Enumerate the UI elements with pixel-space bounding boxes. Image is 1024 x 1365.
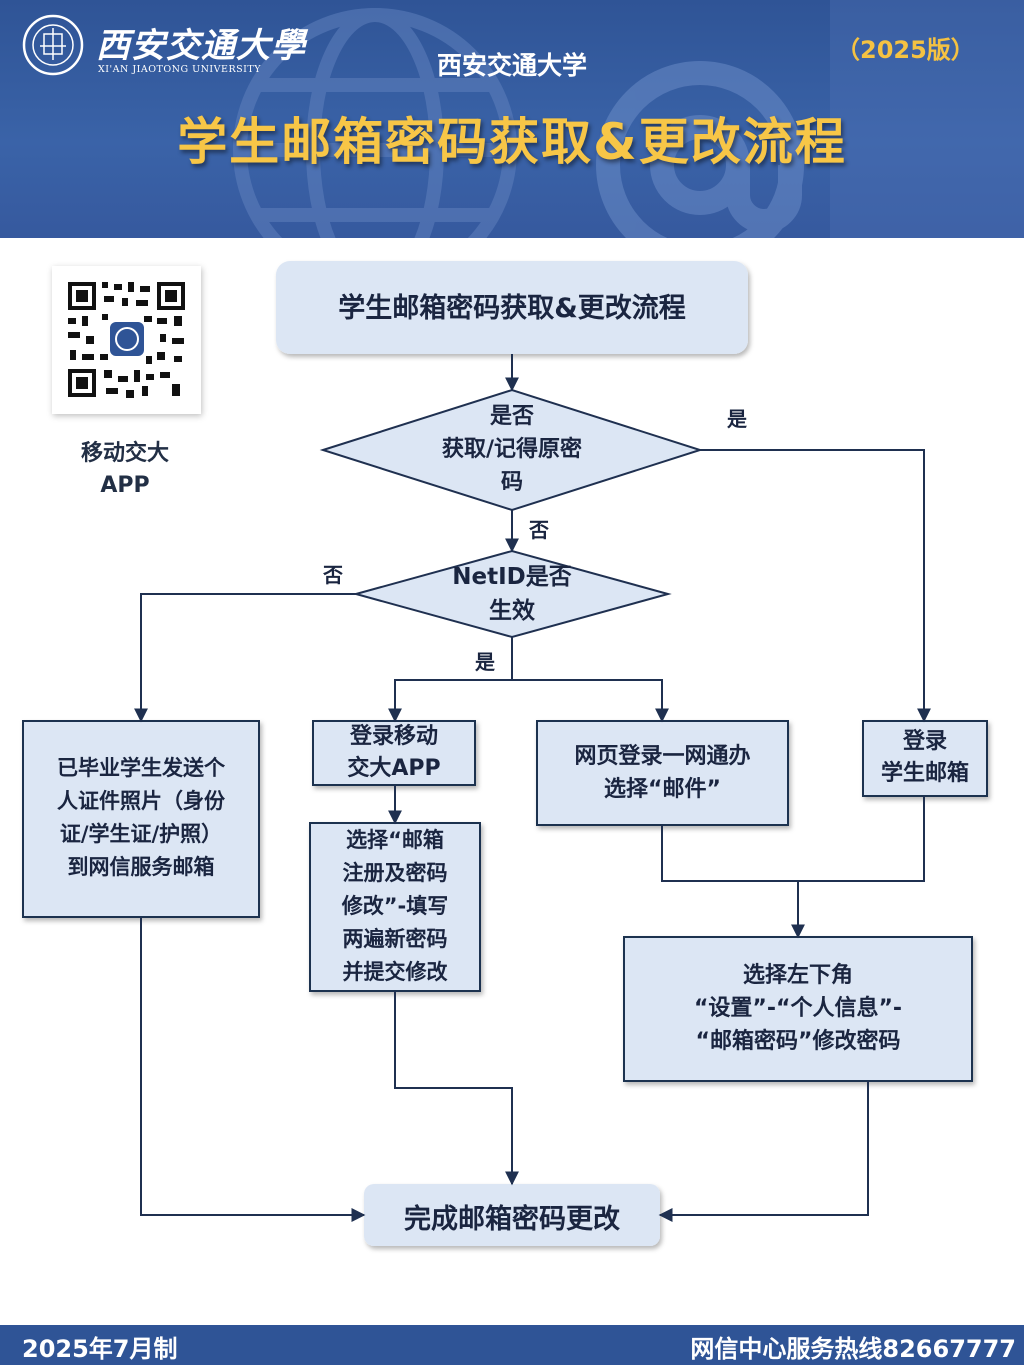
- edge-web-login-merge: [661, 796, 925, 882]
- settings-box: [623, 936, 973, 1082]
- version-label: （2025版）: [836, 36, 975, 64]
- web-login-box: [536, 720, 789, 826]
- header-banner: 西安交通大學 XI'AN JIAOTONG UNIVERSITY 西安交通大学 …: [0, 0, 1024, 238]
- login-app-line2: 交大APP: [347, 756, 441, 781]
- page-title: 学生邮箱密码获取&更改流程: [177, 113, 847, 171]
- edge-choose-to-done: [394, 991, 519, 1186]
- footer-bar: 2025年7月制 网信中心服务热线82667777: [0, 1325, 1024, 1365]
- globe-decoration: [233, 0, 1024, 238]
- settings-line2: “设置”-“个人信息”-: [693, 996, 903, 1021]
- decision1-label: 是否 获取/记得原密 码: [380, 400, 644, 499]
- decision-netid-valid: [352, 549, 672, 639]
- footer-hotline: 网信中心服务热线82667777: [690, 1335, 1016, 1363]
- login-mail-label: 登录 学生邮箱: [863, 726, 987, 790]
- login-mail-line1: 登录: [902, 729, 947, 754]
- login-app-line1: 登录移动: [349, 724, 438, 749]
- app-qr-code[interactable]: [52, 266, 201, 414]
- decision2-line2: 生效: [489, 598, 535, 624]
- edge-decision1-yes: [700, 449, 931, 723]
- logo-english-name: XI'AN JIAOTONG UNIVERSITY: [98, 64, 261, 75]
- done-label: 完成邮箱密码更改: [404, 1204, 620, 1235]
- web-login-line2: 选择“邮件”: [604, 777, 721, 802]
- web-login-line1: 网页登录一网通办: [574, 744, 751, 769]
- web-login-label: 网页登录一网通办 选择“邮件”: [537, 740, 788, 806]
- settings-line3: “邮箱密码”修改密码: [695, 1029, 901, 1054]
- decision2-yes-label: 是: [475, 650, 495, 674]
- qr-label-line2: APP: [100, 473, 150, 498]
- decision1-no-label: 否: [529, 518, 549, 542]
- university-seal-icon: [22, 14, 84, 76]
- edge-to-login-app: [388, 679, 512, 723]
- decision1-line3: 码: [500, 470, 523, 495]
- choose-app-line1: 选择“邮箱: [346, 828, 444, 852]
- edge-to-web-login: [512, 679, 669, 723]
- edge-decision2-no: [134, 593, 356, 723]
- login-mail-line2: 学生邮箱: [880, 761, 969, 786]
- decision1-line1: 是否: [489, 404, 534, 429]
- login-app-label: 登录移动 交大APP: [313, 721, 475, 785]
- done-box: [364, 1184, 660, 1246]
- logo-chinese-name: 西安交通大學: [96, 26, 306, 66]
- graduated-line3: 证/学生证/护照）: [59, 822, 223, 846]
- edge-graduated-to-done: [140, 917, 366, 1222]
- start-box: [276, 261, 748, 354]
- choose-app-line4: 两遍新密码: [342, 927, 448, 951]
- university-logo: 西安交通大學 XI'AN JIAOTONG UNIVERSITY: [22, 14, 305, 78]
- qr-label: 移动交大 APP: [40, 438, 210, 502]
- at-sign-icon: [596, 61, 804, 238]
- decision2-label: NetID是否 生效: [400, 560, 624, 628]
- choose-app-label: 选择“邮箱 注册及密码 修改”-填写 两遍新密码 并提交修改: [310, 824, 480, 989]
- choose-app-box: [309, 822, 481, 992]
- decision1-line2: 获取/记得原密: [441, 437, 583, 462]
- graduated-label: 已毕业学生发送个 人证件照片（身份 证/学生证/护照） 到网信服务邮箱: [23, 752, 259, 884]
- edge-settings-to-done: [658, 1081, 869, 1222]
- decision1-yes-label: 是: [727, 407, 747, 431]
- footer-date: 2025年7月制: [22, 1335, 178, 1363]
- graduated-line2: 人证件照片（身份: [57, 789, 225, 813]
- decision2-no-label: 否: [323, 563, 343, 587]
- start-label: 学生邮箱密码获取&更改流程: [338, 293, 686, 324]
- graduated-line1: 已毕业学生发送个: [57, 756, 225, 780]
- school-name: 西安交通大学: [436, 51, 587, 80]
- qr-code-icon: [68, 282, 185, 398]
- choose-app-line2: 注册及密码: [342, 861, 448, 885]
- qr-label-line1: 移动交大: [80, 441, 169, 466]
- choose-app-line5: 并提交修改: [342, 960, 448, 984]
- settings-label: 选择左下角 “设置”-“个人信息”- “邮箱密码”修改密码: [624, 959, 972, 1058]
- choose-app-line3: 修改”-填写: [341, 894, 449, 918]
- graduated-line4: 到网信服务邮箱: [67, 855, 215, 879]
- decision2-line1: NetID是否: [452, 564, 572, 590]
- settings-line1: 选择左下角: [742, 963, 853, 988]
- graduated-box: [22, 720, 260, 918]
